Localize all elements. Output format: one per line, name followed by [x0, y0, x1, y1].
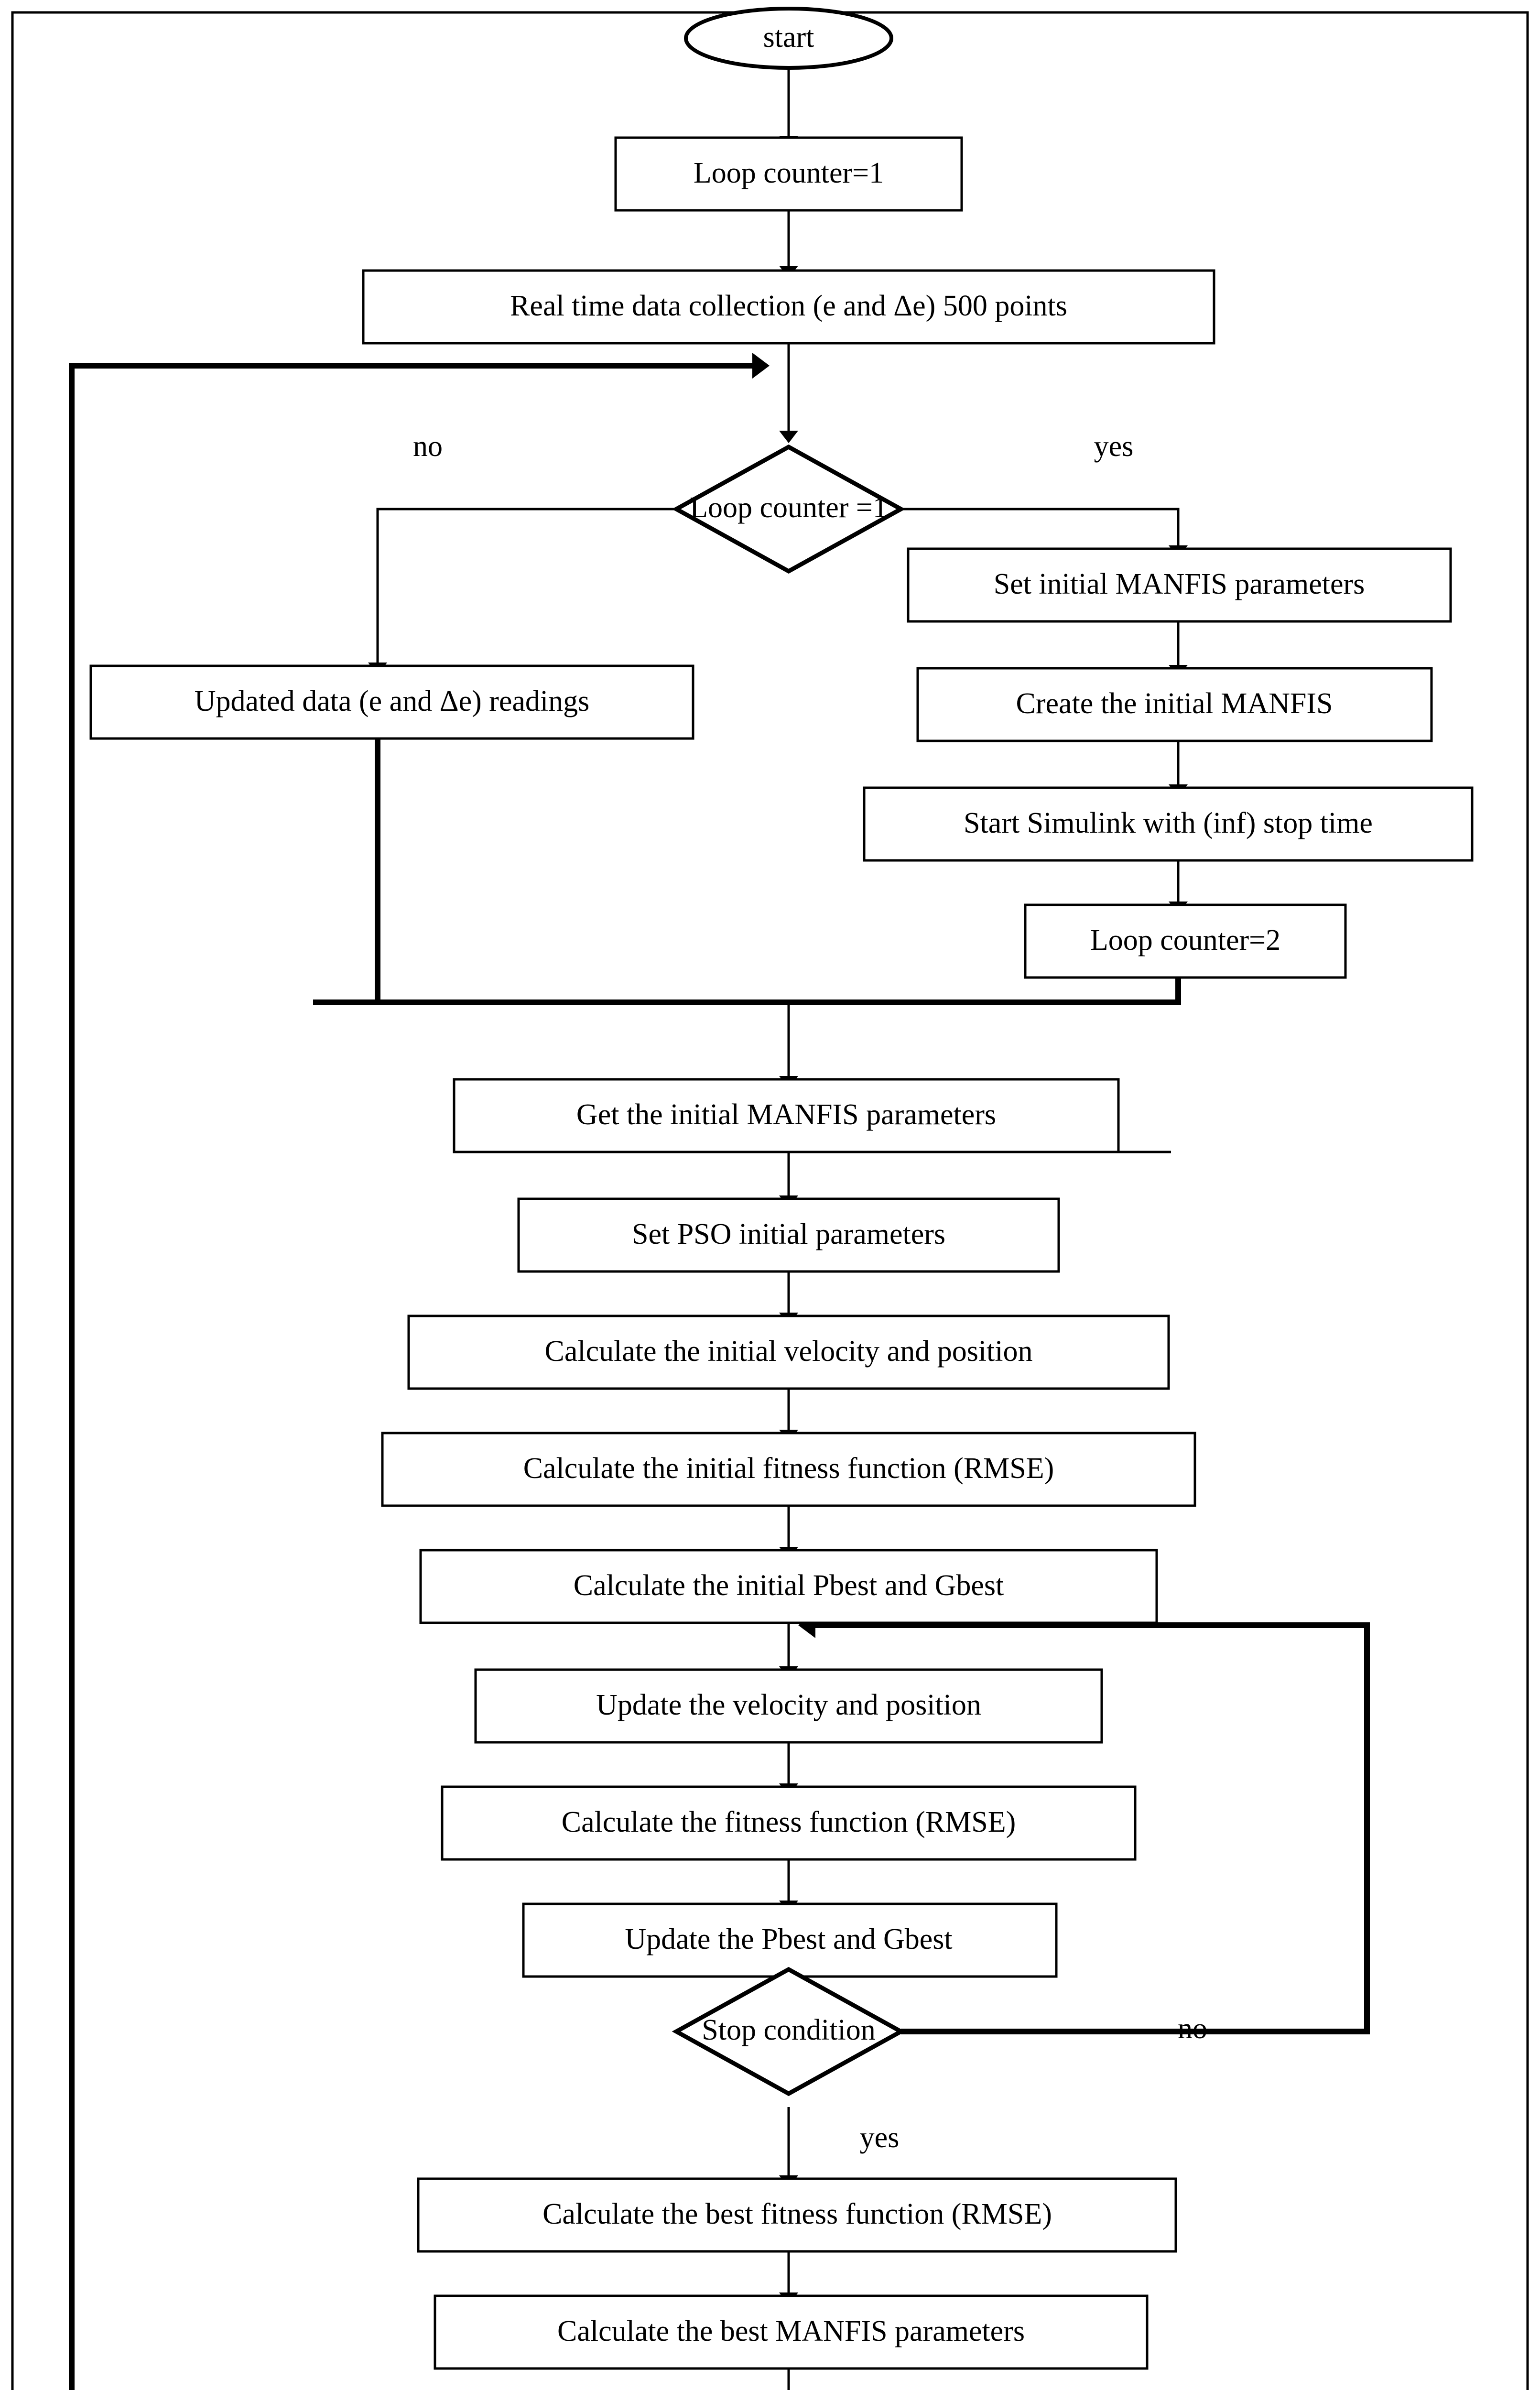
set-initial-manfis-params-label: Set initial MANFIS parameters	[994, 568, 1365, 600]
update-velocity-label: Update the velocity and position	[596, 1689, 981, 1721]
node-set-pso-params: Set PSO initial parameters	[517, 1197, 1060, 1273]
calc-best-fitness-label: Calculate the best fitness function (RMS…	[542, 2198, 1052, 2230]
edge-stop-condition-no-feedback	[798, 1612, 1370, 2034]
node-update-pbest-gbest: Update the Pbest and Gbest	[522, 1902, 1058, 1978]
calc-fitness-box	[441, 1785, 1137, 1861]
data-collection-label: Real time data collection (e and Δe) 500…	[510, 290, 1067, 322]
calc-best-manfis-params-label: Calculate the best MANFIS parameters	[557, 2315, 1025, 2347]
calc-initial-velocity-label: Calculate the initial velocity and posit…	[544, 1335, 1032, 1368]
get-initial-manfis-params-label: Get the initial MANFIS parameters	[576, 1098, 996, 1131]
loop-counter-1-box	[614, 136, 963, 212]
decision-stop-condition-diamond	[672, 1966, 906, 2097]
decision-loop-counter-label: Loop counter =1	[690, 491, 888, 524]
update-velocity-box	[474, 1668, 1103, 1744]
edge-feedback-global-return	[69, 353, 770, 2390]
updated-data-label: Updated data (e and Δe) readings	[195, 685, 590, 717]
edge-get-params-to-set-pso	[779, 1151, 1171, 1208]
node-calc-best-manfis-params: Calculate the best MANFIS parameters	[434, 2294, 1149, 2370]
create-initial-manfis-box	[916, 667, 1433, 742]
edge-label-loop-counter-yes: yes	[1094, 430, 1134, 463]
start-simulink-label: Start Simulink with (inf) stop time	[964, 807, 1373, 839]
calc-initial-fitness-box	[381, 1432, 1196, 1507]
edge-label-stop-condition-no: no	[1178, 2012, 1207, 2045]
node-decision-stop-condition: Stop condition	[672, 1966, 906, 2097]
update-pbest-gbest-box	[522, 1902, 1058, 1978]
loop-counter-1-label: Loop counter=1	[694, 157, 884, 189]
start-ellipse	[684, 7, 893, 70]
node-loop-counter-2: Loop counter=2	[1024, 903, 1347, 979]
start-simulink-box	[863, 786, 1474, 862]
calc-initial-pbest-gbest-box	[419, 1549, 1158, 1624]
decision-loop-counter-diamond	[672, 444, 906, 574]
update-pbest-gbest-label: Update the Pbest and Gbest	[625, 1923, 952, 1955]
edge-decision-no-to-updated-data	[368, 508, 676, 675]
node-calc-best-fitness: Calculate the best fitness function (RMS…	[417, 2177, 1177, 2253]
start-label: start	[763, 21, 814, 54]
node-decision-loop-counter: Loop counter =1	[672, 444, 906, 574]
node-loop-counter-1: Loop counter=1	[614, 136, 963, 212]
calc-best-manfis-params-box	[434, 2294, 1149, 2370]
node-start: start	[684, 7, 893, 70]
edge-label-stop-condition-yes: yes	[860, 2121, 900, 2154]
set-pso-params-box	[517, 1197, 1060, 1273]
node-calc-fitness: Calculate the fitness function (RMSE)	[441, 1785, 1137, 1861]
node-create-initial-manfis: Create the initial MANFIS	[916, 667, 1433, 742]
decision-stop-condition-label: Stop condition	[702, 2014, 875, 2046]
node-calc-initial-fitness: Calculate the initial fitness function (…	[381, 1432, 1196, 1507]
node-calc-initial-pbest-gbest: Calculate the initial Pbest and Gbest	[419, 1549, 1158, 1624]
data-collection-box	[362, 269, 1215, 345]
set-pso-params-label: Set PSO initial parameters	[632, 1218, 945, 1250]
calc-initial-pbest-gbest-label: Calculate the initial Pbest and Gbest	[574, 1569, 1004, 1602]
node-updated-data: Updated data (e and Δe) readings	[89, 664, 694, 740]
edge-loop-counter-2-to-merge	[313, 978, 1181, 1005]
node-calc-initial-velocity: Calculate the initial velocity and posit…	[407, 1314, 1170, 1390]
set-initial-manfis-params-box	[907, 547, 1452, 623]
create-initial-manfis-label: Create the initial MANFIS	[1016, 687, 1333, 720]
node-start-simulink: Start Simulink with (inf) stop time	[863, 786, 1474, 862]
calc-initial-velocity-box	[407, 1314, 1170, 1390]
edge-decision-yes-to-set-initial-params	[901, 508, 1188, 558]
updated-data-box	[89, 664, 694, 740]
get-initial-manfis-params-box	[453, 1078, 1120, 1153]
calc-initial-fitness-label: Calculate the initial fitness function (…	[523, 1452, 1054, 1485]
calc-best-fitness-box	[417, 2177, 1177, 2253]
node-get-initial-manfis-params: Get the initial MANFIS parameters	[453, 1078, 1120, 1153]
loop-counter-2-box	[1024, 903, 1347, 979]
calc-fitness-label: Calculate the fitness function (RMSE)	[562, 1806, 1016, 1838]
node-update-velocity: Update the velocity and position	[474, 1668, 1103, 1744]
node-data-collection: Real time data collection (e and Δe) 500…	[362, 269, 1215, 345]
loop-counter-2-label: Loop counter=2	[1090, 924, 1280, 956]
edge-label-loop-counter-no: no	[413, 430, 443, 463]
node-set-initial-manfis-params: Set initial MANFIS parameters	[907, 547, 1452, 623]
